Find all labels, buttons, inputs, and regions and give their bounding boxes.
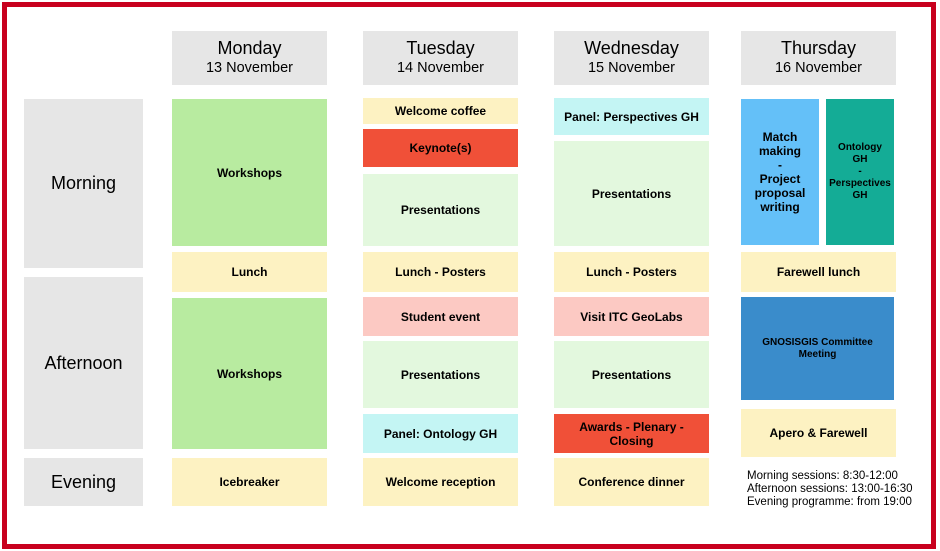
monday-workshops-afternoon: Workshops bbox=[172, 298, 327, 449]
session-times-note: Morning sessions: 8:30-12:00 Afternoon s… bbox=[747, 470, 922, 509]
match-making-line: - bbox=[778, 158, 782, 172]
wednesday-awards-closing: Awards - Plenary - Closing bbox=[554, 414, 709, 453]
row-label-evening: Evening bbox=[24, 458, 143, 506]
tuesday-presentations-morning: Presentations bbox=[363, 174, 518, 246]
day-name: Wednesday bbox=[584, 38, 679, 58]
tuesday-lunch-posters: Lunch - Posters bbox=[363, 252, 518, 292]
row-label-afternoon: Afternoon bbox=[24, 277, 143, 449]
tuesday-keynote: Keynote(s) bbox=[363, 129, 518, 167]
ontology-line: GH bbox=[852, 190, 868, 201]
monday-workshops-morning: Workshops bbox=[172, 99, 327, 246]
wednesday-presentations-morning: Presentations bbox=[554, 141, 709, 246]
match-making-line: making bbox=[758, 144, 801, 158]
tuesday-presentations-afternoon: Presentations bbox=[363, 341, 518, 408]
monday-icebreaker: Icebreaker bbox=[172, 458, 327, 506]
note-evening: Evening programme: from 19:00 bbox=[747, 496, 912, 508]
day-name: Tuesday bbox=[406, 38, 475, 58]
ontology-line: GH bbox=[852, 154, 868, 165]
day-date: 14 November bbox=[396, 60, 485, 76]
day-date: 15 November bbox=[587, 60, 676, 76]
header-monday: Monday 13 November bbox=[172, 31, 327, 85]
wednesday-visit-geolabs: Visit ITC GeoLabs bbox=[554, 297, 709, 336]
day-name: Thursday bbox=[780, 38, 857, 58]
match-making-line: writing bbox=[760, 200, 800, 214]
note-morning: Morning sessions: 8:30-12:00 bbox=[747, 470, 898, 482]
thursday-apero-farewell: Apero & Farewell bbox=[741, 409, 896, 457]
match-making-line: Match bbox=[762, 130, 798, 144]
day-name: Monday bbox=[217, 38, 282, 58]
tuesday-welcome-coffee: Welcome coffee bbox=[363, 98, 518, 124]
header-tuesday: Tuesday 14 November bbox=[363, 31, 518, 85]
day-date: 16 November bbox=[774, 60, 863, 76]
thursday-farewell-lunch: Farewell lunch bbox=[741, 252, 896, 292]
ontology-line: - bbox=[858, 166, 862, 177]
monday-lunch: Lunch bbox=[172, 252, 327, 292]
tuesday-student-event: Student event bbox=[363, 297, 518, 336]
wednesday-conference-dinner: Conference dinner bbox=[554, 458, 709, 506]
thursday-committee-meeting: GNOSISGIS Committee Meeting bbox=[741, 297, 894, 400]
header-thursday: Thursday 16 November bbox=[741, 31, 896, 85]
wednesday-presentations-afternoon: Presentations bbox=[554, 341, 709, 408]
tuesday-welcome-reception: Welcome reception bbox=[363, 458, 518, 506]
header-wednesday: Wednesday 15 November bbox=[554, 31, 709, 85]
wednesday-panel-perspectives: Panel: Perspectives GH bbox=[554, 98, 709, 135]
ontology-line: Ontology bbox=[838, 142, 882, 153]
match-making-line: Project bbox=[759, 172, 801, 186]
match-making-line: proposal bbox=[754, 186, 806, 200]
note-afternoon: Afternoon sessions: 13:00-16:30 bbox=[747, 483, 913, 495]
wednesday-lunch-posters: Lunch - Posters bbox=[554, 252, 709, 292]
ontology-line: Perspectives bbox=[829, 178, 891, 189]
day-date: 13 November bbox=[205, 60, 294, 76]
thursday-match-making: Match making - Project proposal writing bbox=[741, 99, 819, 245]
row-label-morning: Morning bbox=[24, 99, 143, 268]
tuesday-panel-ontology: Panel: Ontology GH bbox=[363, 414, 518, 453]
thursday-ontology-perspectives: Ontology GH - Perspectives GH bbox=[826, 99, 894, 245]
